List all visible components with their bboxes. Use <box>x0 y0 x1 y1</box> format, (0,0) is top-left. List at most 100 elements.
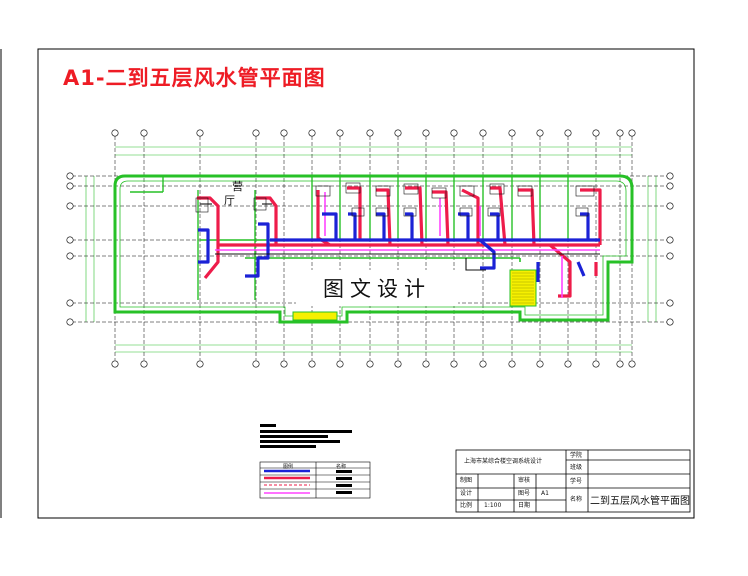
axis-bubble <box>422 360 430 368</box>
room-partitions <box>130 176 569 300</box>
left-dimension-lines <box>85 176 95 322</box>
drawn-label: 制图 <box>460 477 473 484</box>
axis-bubble <box>66 299 74 307</box>
sheet-value: A1 <box>541 490 549 497</box>
right-dimension-lines <box>647 176 657 322</box>
axis-bubble <box>479 129 487 137</box>
axis-bubble <box>666 172 674 180</box>
legend-symbols <box>264 469 352 494</box>
axis-bubble <box>111 129 119 137</box>
axis-bubble <box>666 182 674 190</box>
watermark-text: 图文设计 <box>296 270 458 306</box>
axis-bubble <box>666 202 674 210</box>
axis-bubbles <box>66 129 674 368</box>
axis-bubble <box>450 129 458 137</box>
axis-bubble <box>308 360 316 368</box>
stair-steps <box>512 272 534 304</box>
design-label: 设计 <box>460 490 473 497</box>
axis-bubble <box>536 360 544 368</box>
title-block <box>455 449 691 513</box>
axis-bubble <box>66 182 74 190</box>
fan-coil-unit <box>345 182 361 194</box>
axis-bubble <box>592 360 600 368</box>
axis-bubble <box>422 129 430 137</box>
project-name: 上海市某综合楼空调系统设计 <box>464 458 543 465</box>
axis-bubble <box>666 236 674 244</box>
axis-bubble <box>336 360 344 368</box>
axis-bubble <box>616 129 624 137</box>
sheet-label: 图号 <box>518 490 531 497</box>
fan-coil-unit <box>489 183 505 195</box>
axis-bubble <box>196 129 204 137</box>
axis-bubble <box>252 360 260 368</box>
top-dimension-lines <box>115 146 632 156</box>
name-label: 名称 <box>570 496 583 503</box>
axis-bubble <box>666 318 674 326</box>
axis-bubble <box>280 129 288 137</box>
scale-label: 比例 <box>460 502 473 509</box>
class-label: 班级 <box>570 464 583 471</box>
axis-bubble <box>536 129 544 137</box>
fan-coil-units <box>195 182 595 217</box>
return-pipe-network <box>198 212 600 282</box>
axis-bubble <box>564 360 572 368</box>
axis-bubble <box>616 360 624 368</box>
axis-bubble <box>66 202 74 210</box>
title-block-drawing-name: 二到五层风水管平面图 <box>590 496 690 507</box>
fan-coil-unit <box>195 197 209 213</box>
check-label: 审核 <box>518 477 531 484</box>
axis-bubble <box>66 318 74 326</box>
bottom-dimension-lines <box>115 344 632 353</box>
axis-bubble <box>111 360 119 368</box>
fan-coil-unit <box>517 185 533 197</box>
legend-header-name: 名称 <box>336 464 347 470</box>
building-inner-outline <box>119 180 627 317</box>
axis-bubble <box>140 129 148 137</box>
fan-coil-unit <box>315 185 331 197</box>
sheet-frame <box>37 48 695 519</box>
axis-bubble <box>252 129 260 137</box>
axis-bubble <box>666 299 674 307</box>
fan-coil-unit <box>459 185 475 197</box>
room-label-2: 厅 <box>224 194 235 207</box>
date-label: 日期 <box>518 502 531 509</box>
drawing-title: A1-二到五层风水管平面图 <box>63 66 326 90</box>
fan-coil-unit <box>575 207 589 217</box>
notes-block <box>260 424 352 448</box>
building-outline <box>113 174 634 324</box>
axis-bubble <box>280 360 288 368</box>
legend-table <box>259 461 371 499</box>
axis-bubble <box>66 236 74 244</box>
fan-coil-unit <box>487 207 501 217</box>
axis-bubble <box>366 360 374 368</box>
fan-coil-unit <box>375 185 391 197</box>
fan-coil-unit <box>253 197 267 211</box>
room-label: 营 <box>232 180 243 193</box>
fan-coil-unit <box>575 185 595 197</box>
fan-coil-unit <box>403 207 417 217</box>
corridor-walls <box>200 239 521 262</box>
axis-bubble <box>564 129 572 137</box>
axis-bubble <box>450 360 458 368</box>
legend-header-symbol: 图例 <box>283 464 294 470</box>
school-label: 学院 <box>570 452 583 459</box>
axis-bubble <box>366 129 374 137</box>
axis-bubble <box>308 129 316 137</box>
dark-pipe-lines <box>200 203 600 271</box>
student-no-label: 学号 <box>570 478 583 485</box>
axis-bubble <box>336 129 344 137</box>
fan-coil-unit <box>403 183 419 195</box>
axis-bubble <box>508 129 516 137</box>
axis-bubble <box>592 129 600 137</box>
axis-bubble <box>66 252 74 260</box>
fan-coil-unit <box>351 207 365 217</box>
fan-coil-unit <box>459 207 473 217</box>
axis-bubble <box>196 360 204 368</box>
axis-bubble <box>666 252 674 260</box>
fan-coil-unit <box>375 207 389 217</box>
axis-bubble <box>508 360 516 368</box>
axis-bubble <box>394 360 402 368</box>
axis-bubble <box>140 360 148 368</box>
axis-bubble <box>66 172 74 180</box>
